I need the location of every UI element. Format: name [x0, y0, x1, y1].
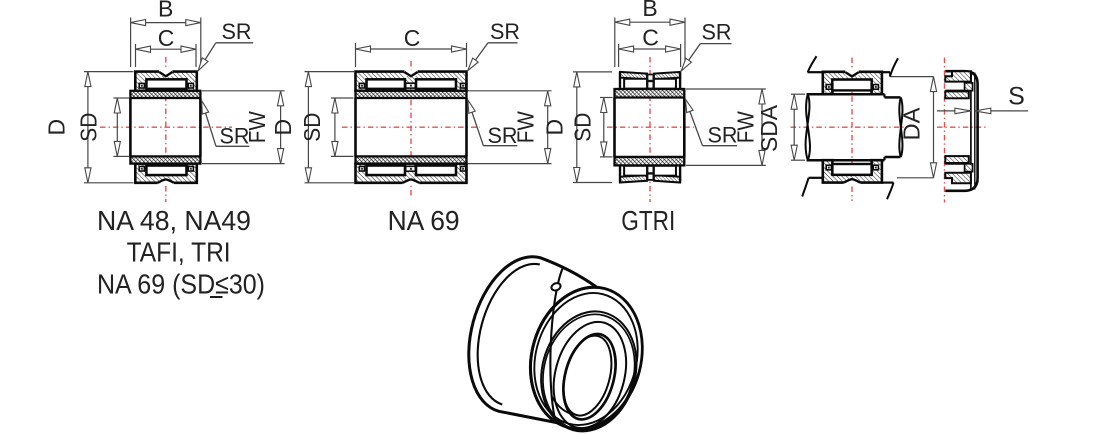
svg-text:SD: SD: [76, 113, 102, 142]
svg-text:SR: SR: [708, 123, 738, 148]
svg-text:D: D: [44, 119, 70, 136]
svg-text:NA 48, NA49: NA 48, NA49: [97, 205, 251, 236]
svg-text:B: B: [158, 0, 173, 22]
svg-text:FW: FW: [513, 111, 539, 143]
svg-text:SR: SR: [490, 19, 520, 44]
svg-text:SR: SR: [220, 123, 250, 148]
svg-text:NA 69 (SD≤30): NA 69 (SD≤30): [97, 269, 265, 300]
svg-text:NA 69: NA 69: [388, 205, 460, 236]
svg-text:TAFI, TRI: TAFI, TRI: [127, 237, 231, 268]
svg-text:GTRI: GTRI: [621, 205, 675, 236]
svg-text:FW: FW: [244, 111, 270, 143]
svg-text:C: C: [642, 25, 659, 51]
svg-text:SD: SD: [299, 113, 325, 142]
svg-text:SR: SR: [702, 19, 732, 44]
svg-text:SR: SR: [222, 19, 252, 44]
svg-text:FW: FW: [733, 111, 759, 143]
svg-text:C: C: [158, 25, 175, 51]
svg-text:B: B: [642, 0, 657, 21]
svg-text:D: D: [542, 119, 568, 136]
svg-text:SR: SR: [488, 123, 518, 148]
svg-text:D: D: [270, 119, 296, 136]
svg-text:SDA: SDA: [756, 104, 782, 152]
svg-text:S: S: [1008, 83, 1025, 111]
svg-text:C: C: [404, 25, 421, 51]
svg-text:DA: DA: [899, 107, 925, 141]
svg-text:SD: SD: [570, 113, 596, 142]
